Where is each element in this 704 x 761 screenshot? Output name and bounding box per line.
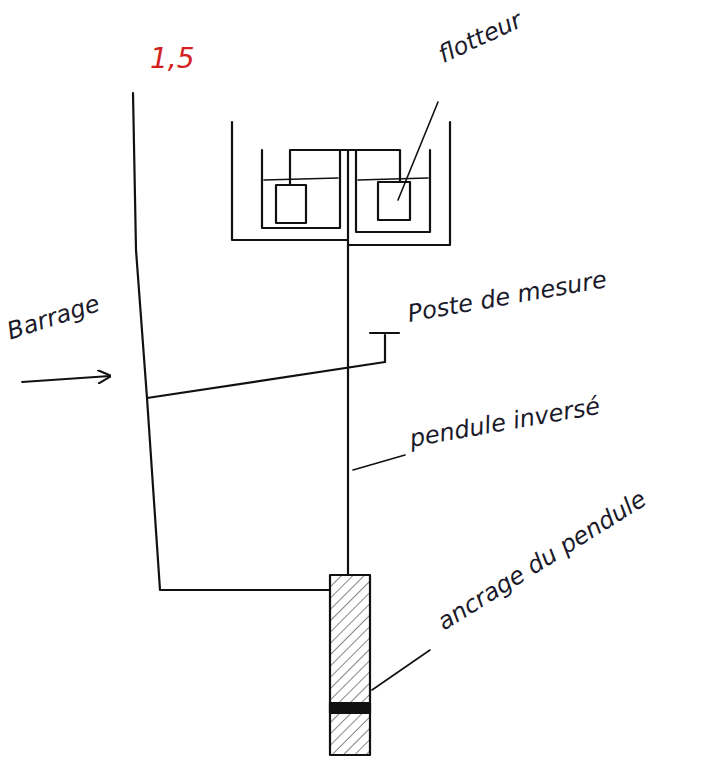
part-label: pendule inversé [407,392,602,454]
leader-line [353,455,405,470]
float-tank [232,122,450,245]
part-label: ancrage du pendule [432,485,651,637]
float [276,185,306,223]
tank-inner [262,150,430,232]
pendulum-anchor [330,575,370,755]
leader-line [398,102,438,200]
flow-arrow [22,376,110,382]
float-bar [290,150,400,185]
water-level [264,178,428,180]
measuring-station [370,333,399,362]
gallery-floor [147,362,385,398]
part-label: Barrage [4,289,104,346]
leader-line [372,650,430,690]
pendulum-wire [347,150,349,575]
part-label: flotteur [434,6,527,70]
part-label: Poste de mesure [405,265,609,328]
anchor-point [330,703,370,713]
float [378,182,410,220]
scale-note: 1,5 [150,42,195,76]
